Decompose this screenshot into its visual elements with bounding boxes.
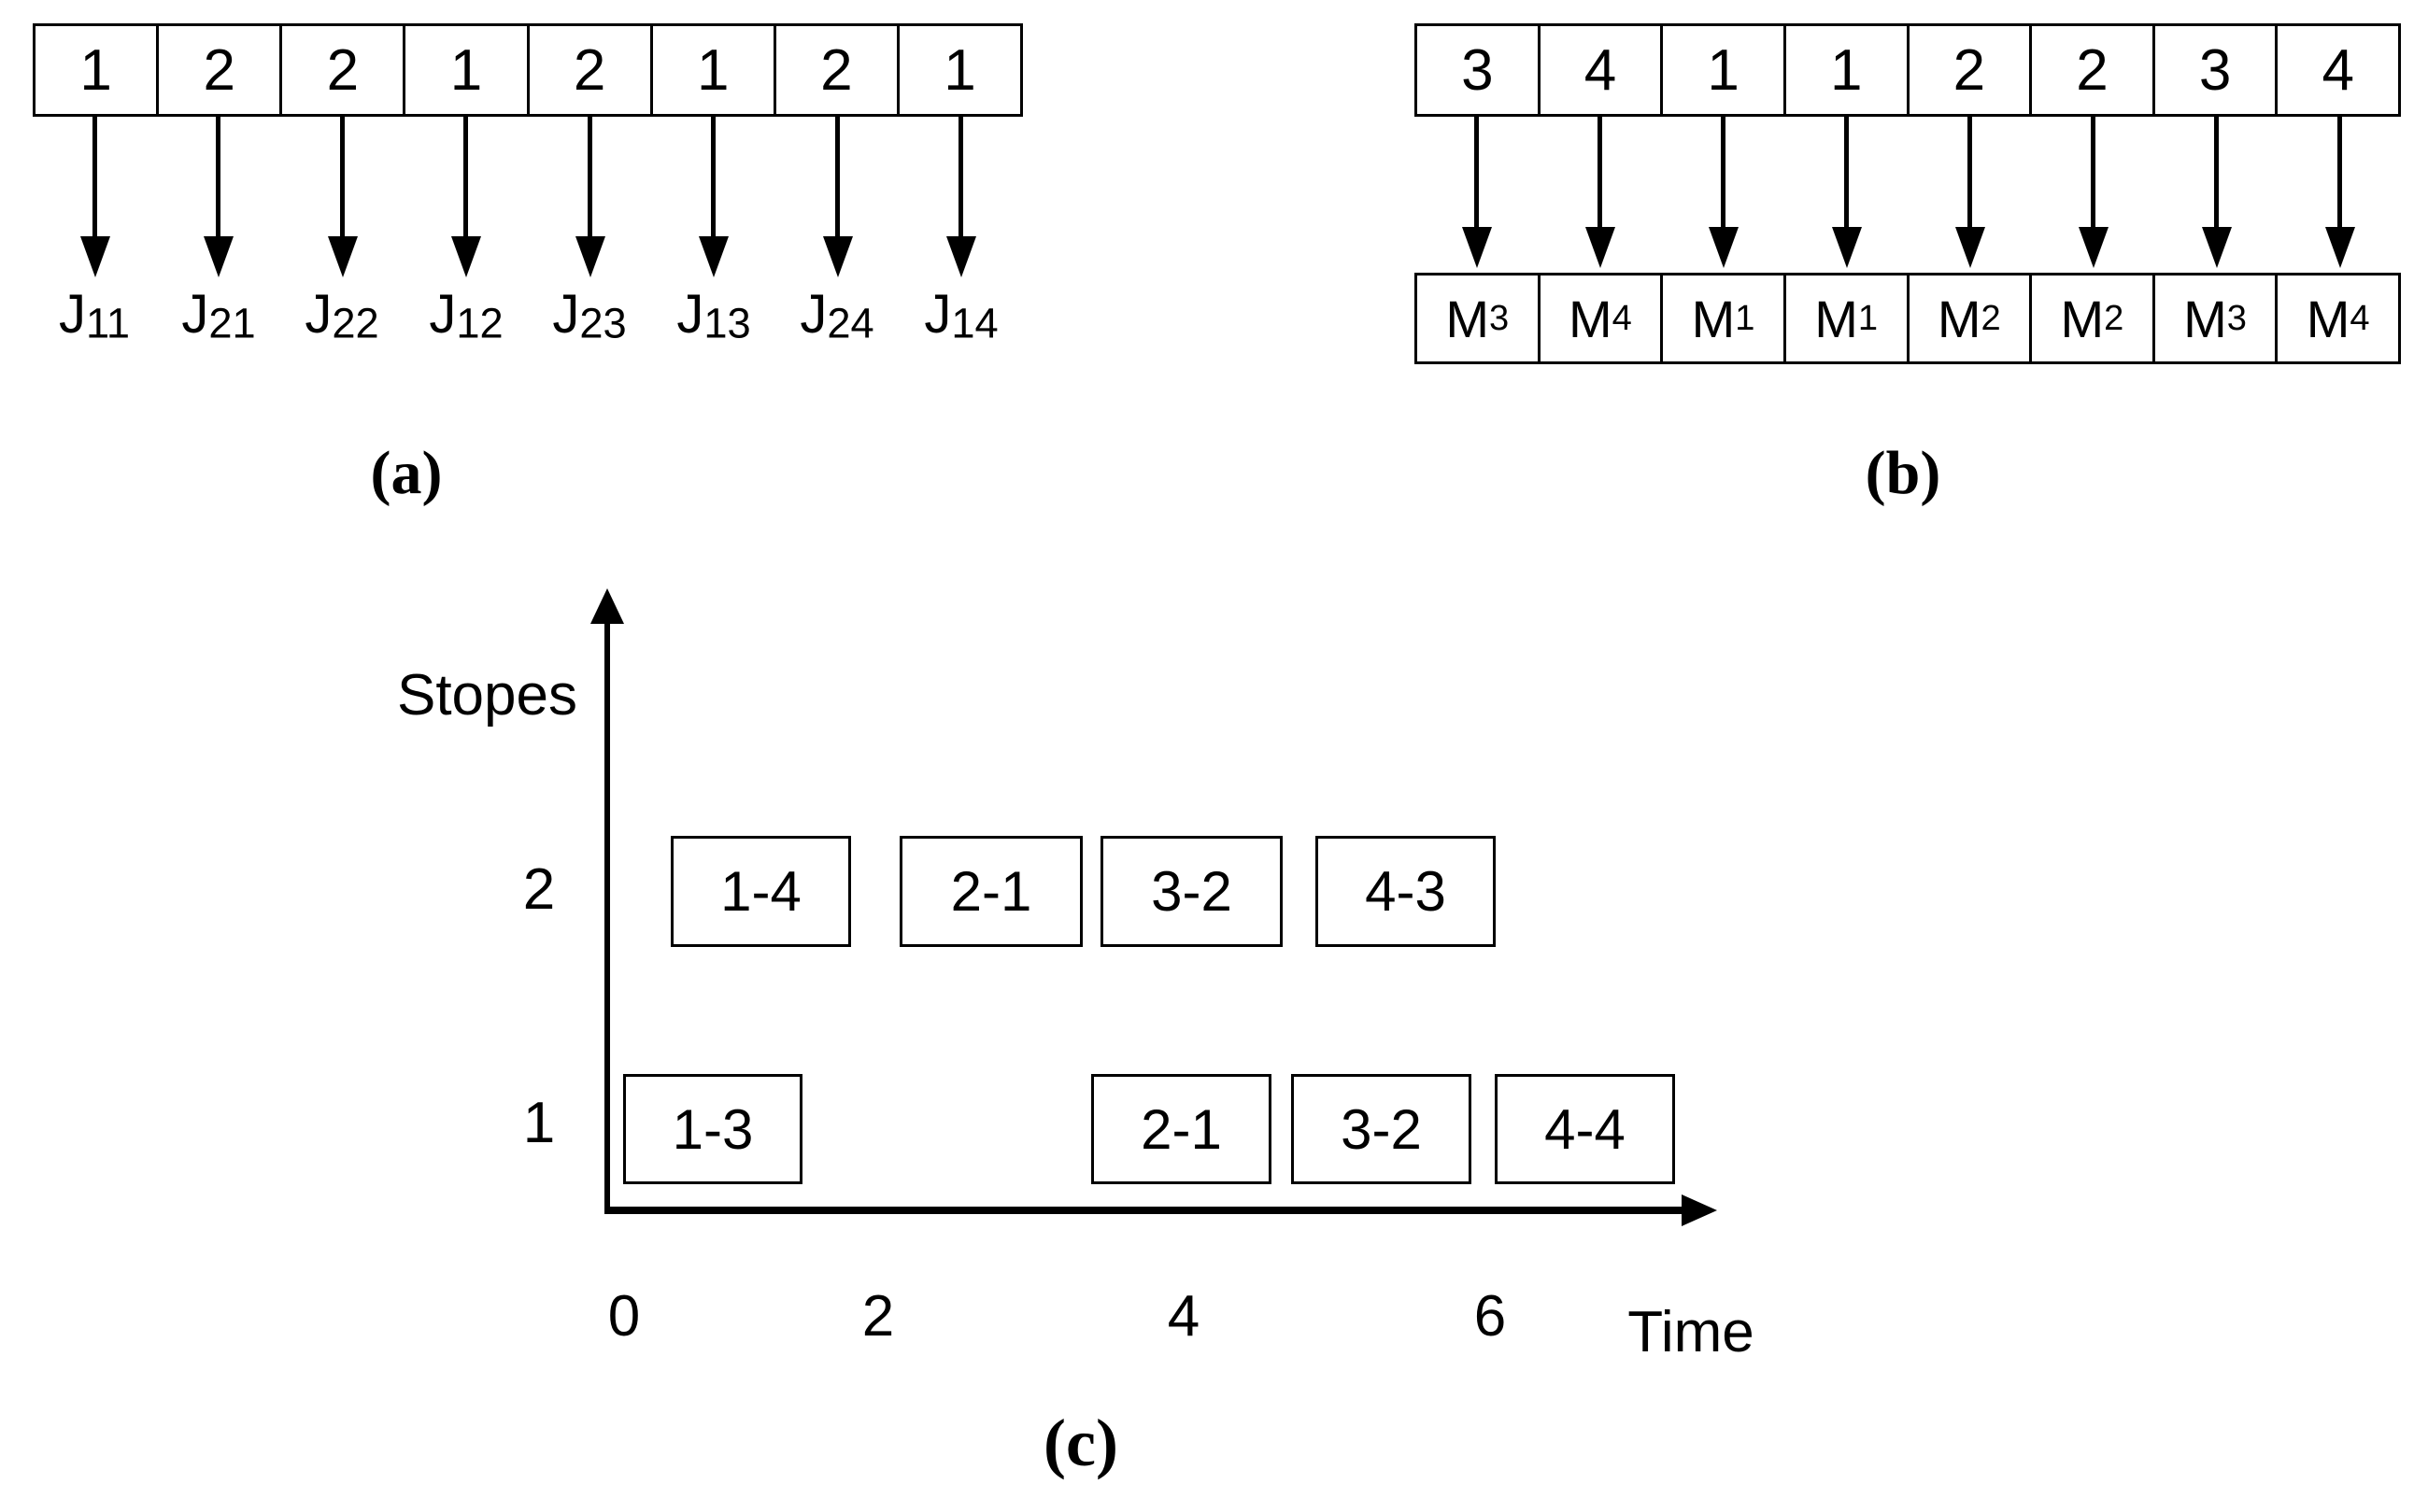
y-axis-label: Stopes (396, 663, 577, 728)
down-arrow-icon (2214, 117, 2219, 227)
down-arrow-icon (1967, 117, 1972, 227)
y-tick-label: 1 (522, 1091, 556, 1155)
down-arrow-icon (1721, 117, 1725, 227)
sequence-cell: 3 (2151, 26, 2276, 114)
panel-b-caption: (b) (1865, 439, 1941, 507)
job-operation-label: J13 (676, 284, 751, 347)
job-operation-label: J12 (429, 284, 504, 347)
sequence-cell: 1 (649, 26, 774, 114)
job-operation-label: J23 (552, 284, 627, 347)
down-arrow-icon (340, 117, 345, 236)
sequence-cell: 3 (1461, 37, 1494, 103)
down-arrow-icon (92, 117, 97, 236)
down-arrow-icon (463, 117, 468, 236)
sequence-cell: 4 (1537, 26, 1661, 114)
sequence-cell: 1 (403, 26, 526, 114)
down-arrow-icon (711, 117, 716, 236)
panel-c-caption: (c) (1044, 1406, 1118, 1480)
gantt-block: 1-4 (671, 836, 851, 947)
sequence-cell: 1 (1660, 26, 1783, 114)
gantt-block: 2-1 (1091, 1074, 1271, 1184)
down-arrow-icon (958, 117, 963, 236)
y-axis-arrow-icon (590, 588, 624, 624)
stope-sequence-table: 1 2 2 1 2 1 2 1 (33, 23, 1023, 117)
gantt-block: 2-1 (900, 836, 1083, 947)
y-tick-label: 2 (522, 857, 556, 922)
sequence-cell: 4 (2275, 26, 2398, 114)
x-axis-arrow-icon (1682, 1194, 1717, 1226)
down-arrow-icon (1474, 117, 1479, 227)
gantt-block: 3-2 (1100, 836, 1283, 947)
down-arrow-icon (588, 117, 592, 236)
x-tick-label: 0 (607, 1284, 641, 1349)
gantt-block: 4-4 (1495, 1074, 1675, 1184)
down-arrow-icon (1598, 117, 1602, 227)
job-operation-label: J22 (305, 284, 379, 347)
x-tick-label: 2 (861, 1284, 895, 1349)
job-operation-label: J21 (181, 284, 256, 347)
x-axis-line (604, 1207, 1686, 1214)
sequence-cell: 2 (2029, 26, 2152, 114)
job-operation-label: J24 (800, 284, 874, 347)
panel-a-caption: (a) (370, 439, 443, 507)
y-axis-line (604, 616, 610, 1214)
x-tick-label: 6 (1473, 1284, 1507, 1349)
sequence-cell: 2 (279, 26, 403, 114)
down-arrow-icon (216, 117, 220, 236)
sequence-cell: 2 (526, 26, 650, 114)
gantt-block: 4-3 (1315, 836, 1496, 947)
sequence-cell: 2 (1906, 26, 2030, 114)
sequence-cell: 1 (79, 37, 112, 103)
gantt-block: 3-2 (1291, 1074, 1471, 1184)
job-operation-label: J11 (59, 284, 130, 347)
down-arrow-icon (835, 117, 840, 236)
down-arrow-icon (1844, 117, 1849, 227)
machine-sequence-table: 3 4 1 1 2 2 3 4 (1414, 23, 2401, 117)
gantt-block: 1-3 (623, 1074, 802, 1184)
sequence-cell: 1 (896, 26, 1020, 114)
job-operation-label: J14 (924, 284, 999, 347)
x-tick-label: 4 (1167, 1284, 1200, 1349)
x-axis-label: Time (1627, 1300, 1754, 1364)
down-arrow-icon (2091, 117, 2095, 227)
sequence-cell: 1 (1782, 26, 1907, 114)
down-arrow-icon (2337, 117, 2342, 227)
sequence-cell: 2 (773, 26, 897, 114)
sequence-cell: 2 (156, 26, 279, 114)
